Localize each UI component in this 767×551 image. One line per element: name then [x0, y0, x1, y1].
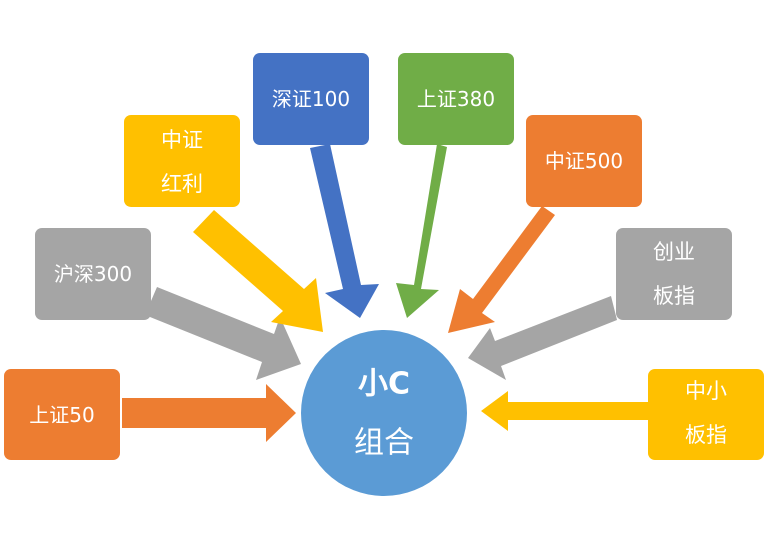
- box-zxb: 中小 板指: [648, 369, 764, 460]
- label-sz50: 上证50: [29, 403, 94, 427]
- label-sz100: 深证100: [272, 87, 350, 111]
- center-label-line1: 小C: [358, 367, 410, 402]
- center-label-line2: 组合: [354, 426, 414, 461]
- arrow-sz50: [122, 384, 296, 442]
- box-sz100: 深证100: [253, 53, 369, 145]
- box-zzhl: 中证 红利: [124, 115, 240, 207]
- arrow-zzhl: [193, 210, 323, 332]
- label-cyb-line1: 创业: [653, 240, 695, 264]
- label-cyb-line2: 板指: [653, 284, 695, 308]
- label-zxb-line2: 板指: [685, 423, 727, 447]
- box-zz500: 中证500: [526, 115, 642, 207]
- arrow-hs300: [145, 287, 301, 380]
- arrow-sz100: [310, 144, 379, 318]
- label-zz500: 中证500: [545, 149, 623, 173]
- label-zzhl-line1: 中证: [161, 128, 203, 152]
- box-sz50: 上证50: [4, 369, 120, 460]
- label-sz380: 上证380: [417, 87, 495, 111]
- arrow-zz500: [448, 206, 555, 333]
- box-sz380: 上证380: [398, 53, 514, 145]
- arrow-cyb: [468, 296, 617, 380]
- arrow-zxb: [481, 391, 648, 431]
- label-zzhl-line2: 红利: [161, 172, 203, 196]
- center-node: 小C 组合: [299, 328, 469, 498]
- arrow-sz380: [396, 144, 447, 318]
- box-cyb: 创业 板指: [616, 228, 732, 320]
- label-zxb-line1: 中小: [685, 379, 727, 403]
- label-hs300: 沪深300: [54, 262, 132, 286]
- box-hs300: 沪深300: [35, 228, 151, 320]
